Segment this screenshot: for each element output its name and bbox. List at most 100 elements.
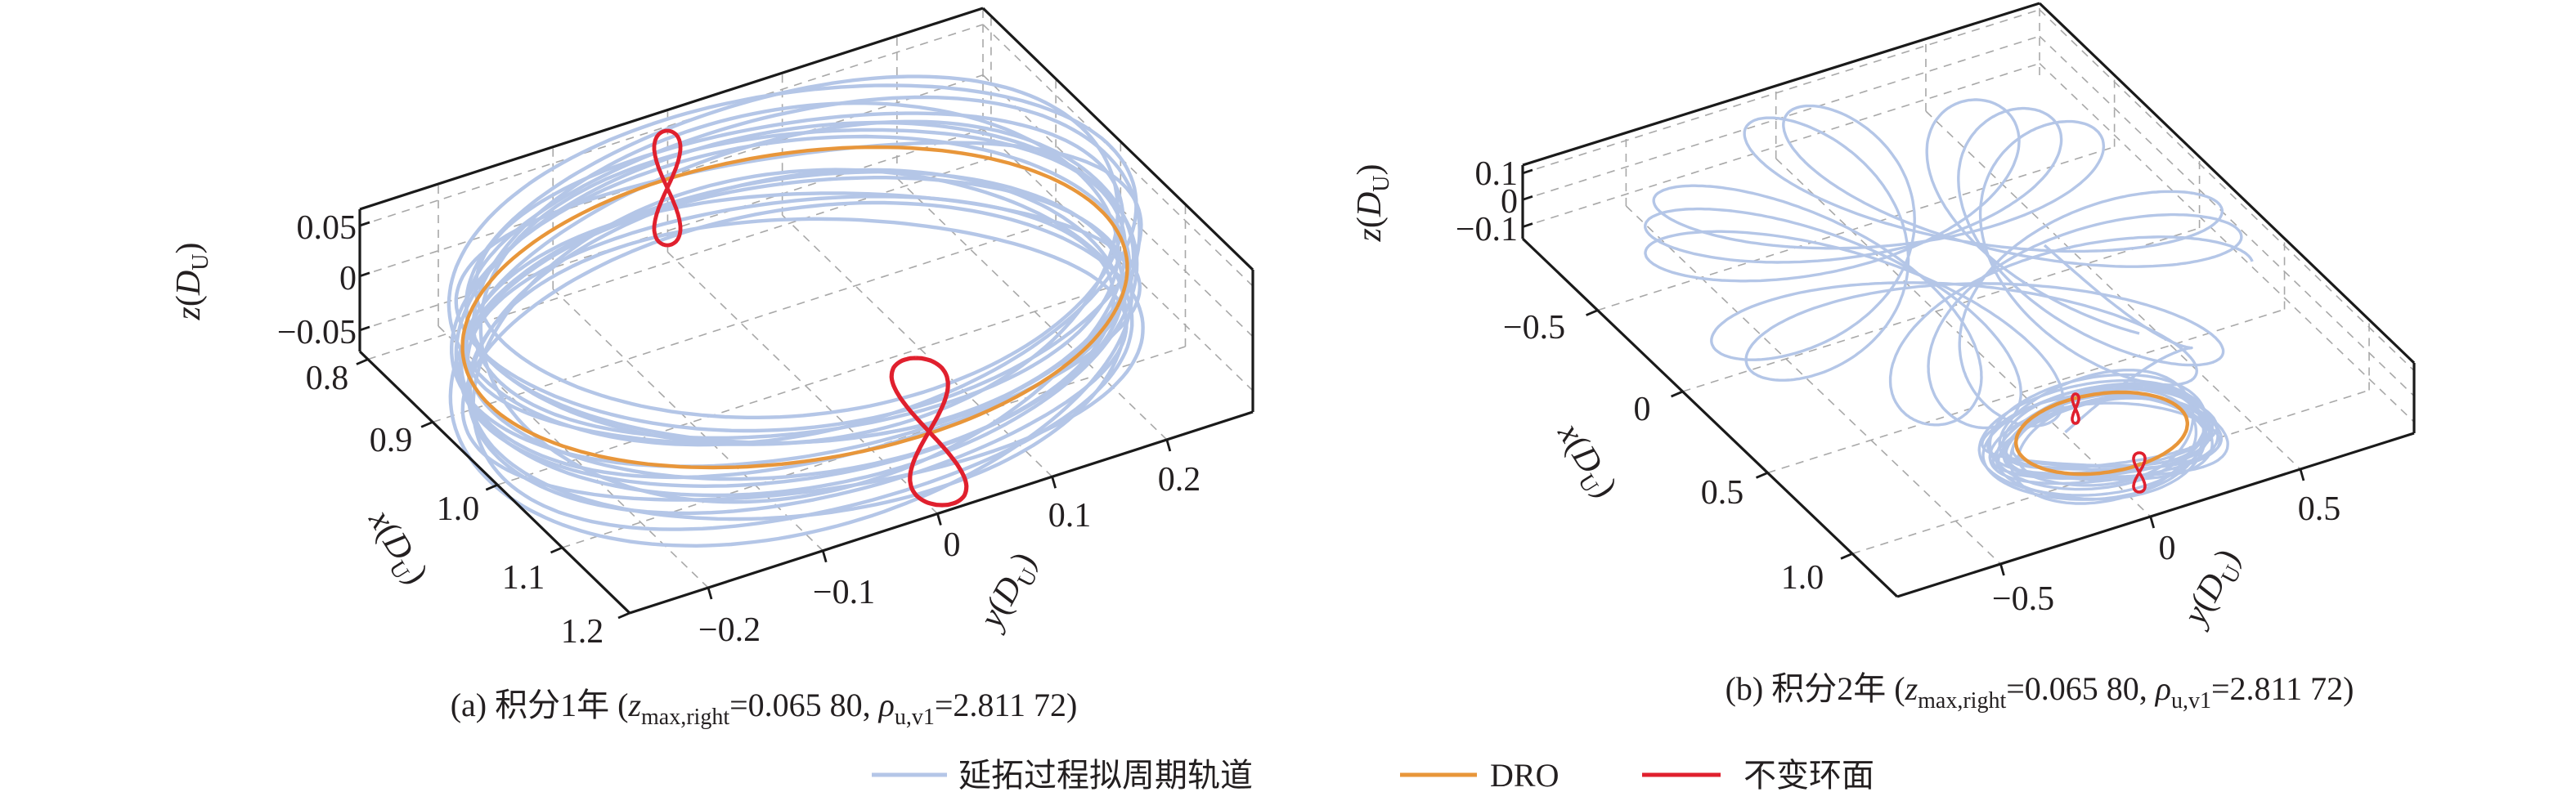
z-axis-label: z(DU) xyxy=(1351,164,1394,243)
x-axis-label: x(DU) xyxy=(356,503,435,593)
z-axis-label-part: U xyxy=(188,254,213,271)
axis-edge xyxy=(629,410,1254,615)
invariant-torus-line xyxy=(2132,451,2147,494)
z-tick-mark xyxy=(1522,168,1533,175)
x-tick-mark xyxy=(1671,390,1684,398)
wall-grid-line xyxy=(2039,9,2415,372)
y-tick-mark xyxy=(1165,439,1172,452)
y-tick-label: 0.5 xyxy=(2298,490,2341,528)
quasi-periodic-orbit-line xyxy=(2008,387,2198,505)
dro-orbit-line xyxy=(2014,390,2189,477)
z-axis-label-part: U xyxy=(1369,176,1394,192)
invariant-torus-line xyxy=(889,356,969,508)
z-tick-mark xyxy=(359,221,370,227)
caption-a: (a) 积分1年 (zmax,right=0.065 80, ρu,v1=2.8… xyxy=(451,687,1078,730)
caption-b-prefix: (b) 积分2年 ( xyxy=(1726,670,1905,707)
z-axis-label-part: D xyxy=(170,271,208,296)
z-axis-label-part: ) xyxy=(1351,164,1389,176)
z-tick-mark xyxy=(1522,222,1533,228)
y-tick-mark xyxy=(1051,476,1057,489)
caption-a-z: z xyxy=(627,687,641,723)
z-axis-label-part: ( xyxy=(1351,217,1389,228)
quasi-periodic-orbit-line xyxy=(2043,244,2193,434)
caption-b-rho-sub: u,v1 xyxy=(2171,688,2211,714)
axis-edge xyxy=(1896,432,2415,598)
tick-labels: −0.500.51.0−0.500.50.10−0.1 xyxy=(1456,155,2340,618)
x-tick-label: 1.1 xyxy=(502,559,545,597)
z-tick-label: −0.05 xyxy=(277,314,357,351)
panel-a-3d-plot: 0.80.91.01.11.2−0.2−0.100.10.20.050−0.05… xyxy=(170,7,1254,651)
z-tick-mark xyxy=(359,325,370,332)
floor-grid-line xyxy=(1682,227,2200,392)
wall-grid-line xyxy=(359,128,984,331)
z-tick-mark xyxy=(359,271,370,278)
z-tick-mark xyxy=(1522,195,1533,201)
x-tick-label: 1.0 xyxy=(1781,559,1824,597)
wall-grid-line xyxy=(982,128,1254,392)
caption-a-z-sub: max,right xyxy=(641,705,729,730)
y-tick-label: −0.5 xyxy=(1992,580,2054,618)
quasi-periodic-orbit-line xyxy=(464,74,1120,446)
x-tick-mark xyxy=(356,358,369,365)
x-axis-label: x(DU) xyxy=(1545,416,1624,507)
y-tick-label: 0 xyxy=(944,526,961,564)
x-tick-label: 0.5 xyxy=(1701,474,1744,512)
z-axis-label-part: ( xyxy=(170,295,208,307)
y-tick-label: 0.2 xyxy=(1158,461,1201,499)
z-axis-label-part: z xyxy=(170,307,208,320)
x-tick-label: 0 xyxy=(1634,391,1651,428)
panel-b-3d-plot: −0.500.51.0−0.500.50.10−0.1x(DU)y(DU)z(D… xyxy=(1351,2,2416,633)
caption-a-rho: ρ xyxy=(877,687,895,723)
tick-labels: 0.80.91.01.11.2−0.2−0.100.10.20.050−0.05 xyxy=(277,209,1200,651)
x-tick-mark xyxy=(420,421,433,428)
x-tick-mark xyxy=(617,611,631,620)
z-tick-label: 0 xyxy=(1501,183,1518,221)
quasi-periodic-orbit-line xyxy=(458,170,1125,488)
x-tick-label: 1.0 xyxy=(437,490,480,528)
wall-grid-line xyxy=(2039,35,2415,396)
legend-label-torus: 不变环面 xyxy=(1744,757,1874,794)
floor-grid-line xyxy=(1597,145,2115,311)
z-axis-label-part: z xyxy=(1351,228,1389,242)
quasi-periodic-orbit-line xyxy=(2004,386,2219,471)
y-tick-label: 0.1 xyxy=(1048,497,1092,535)
floor-grid-line xyxy=(1625,205,2001,565)
quasi-periodic-orbit-line xyxy=(447,83,1138,447)
axes-box xyxy=(356,7,1254,620)
z-axis-label-part: ) xyxy=(170,243,208,254)
x-tick-mark xyxy=(485,483,498,491)
z-tick-label: 0 xyxy=(339,260,357,298)
floor-grid-line xyxy=(1767,308,2285,474)
axis-edge xyxy=(1521,237,1899,598)
floor-grid-line xyxy=(782,214,1053,477)
floor-grid-line xyxy=(1925,110,2301,470)
caption-a-mid: =0.065 80, xyxy=(729,687,879,723)
y-tick-label: −0.2 xyxy=(698,611,761,649)
y-tick-mark xyxy=(936,513,942,526)
caption-b: (b) 积分2年 (zmax,right=0.065 80, ρu,v1=2.8… xyxy=(1726,670,2354,714)
wall-grid-line xyxy=(982,24,1254,287)
grid-lines xyxy=(359,8,1254,614)
floor-grid-line xyxy=(497,283,1121,486)
floor-grid-line xyxy=(896,177,1168,441)
caption-a-suffix: =2.811 72) xyxy=(935,687,1077,723)
wall-grid-line xyxy=(2039,63,2415,423)
caption-b-z-sub: max,right xyxy=(1918,688,2006,714)
z-tick-label: 0.1 xyxy=(1475,155,1519,193)
wall-grid-line xyxy=(982,74,1254,338)
x-tick-mark xyxy=(1840,553,1853,560)
quasi-periodic-orbit-line xyxy=(450,134,1132,468)
x-tick-mark xyxy=(1586,309,1599,316)
trajectories xyxy=(447,74,1145,548)
dro-orbit-line xyxy=(460,145,1129,470)
caption-a-rho-sub: u,v1 xyxy=(895,705,935,730)
quasi-periodic-orbit-line xyxy=(460,200,1145,502)
y-tick-mark xyxy=(1999,563,2005,576)
x-tick-mark xyxy=(550,546,563,554)
x-tick-label: −0.5 xyxy=(1503,309,1565,347)
y-tick-label: −0.1 xyxy=(813,574,875,611)
legend-label-quasi-periodic: 延拓过程拟周期轨道 xyxy=(958,757,1253,794)
caption-a-prefix: (a) 积分1年 ( xyxy=(451,687,629,723)
y-tick-mark xyxy=(2149,516,2156,529)
